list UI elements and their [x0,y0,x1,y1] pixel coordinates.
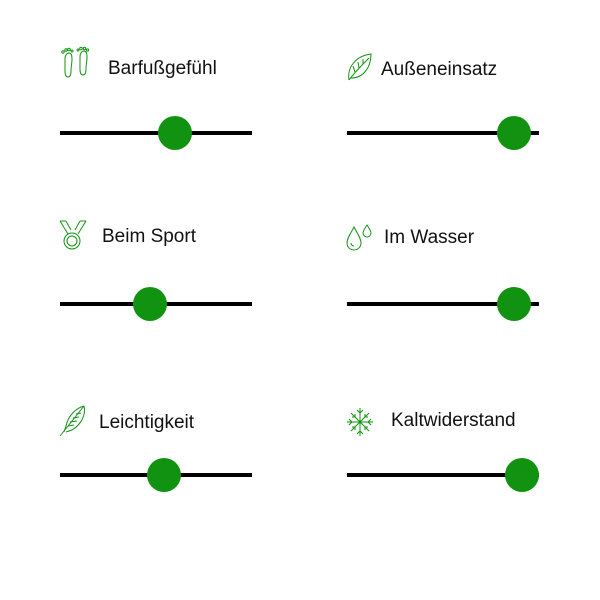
rating-label: Im Wasser [384,227,475,248]
snowflake-icon [343,404,379,440]
slider-thumb[interactable] [497,116,532,150]
slider-thumb[interactable] [158,116,193,150]
footprints-icon [58,46,94,82]
slider-track[interactable] [347,302,539,306]
slider-track[interactable] [60,131,252,135]
rating-label: Beim Sport [102,226,196,247]
medal-icon [55,218,91,254]
rating-label: Kaltwiderstand [391,410,516,431]
slider-thumb[interactable] [146,458,181,492]
slider-thumb[interactable] [504,458,539,492]
slider-track[interactable] [347,473,539,477]
slider-thumb[interactable] [133,287,168,321]
slider-thumb[interactable] [497,287,532,321]
water-drops-icon [343,221,379,257]
leaf-icon [345,50,381,86]
slider-track[interactable] [347,131,539,135]
feather-icon [56,402,92,438]
rating-label: Leichtigkeit [99,412,195,433]
rating-label: Außeneinsatz [381,59,498,80]
rating-label: Barfußgefühl [108,58,217,79]
